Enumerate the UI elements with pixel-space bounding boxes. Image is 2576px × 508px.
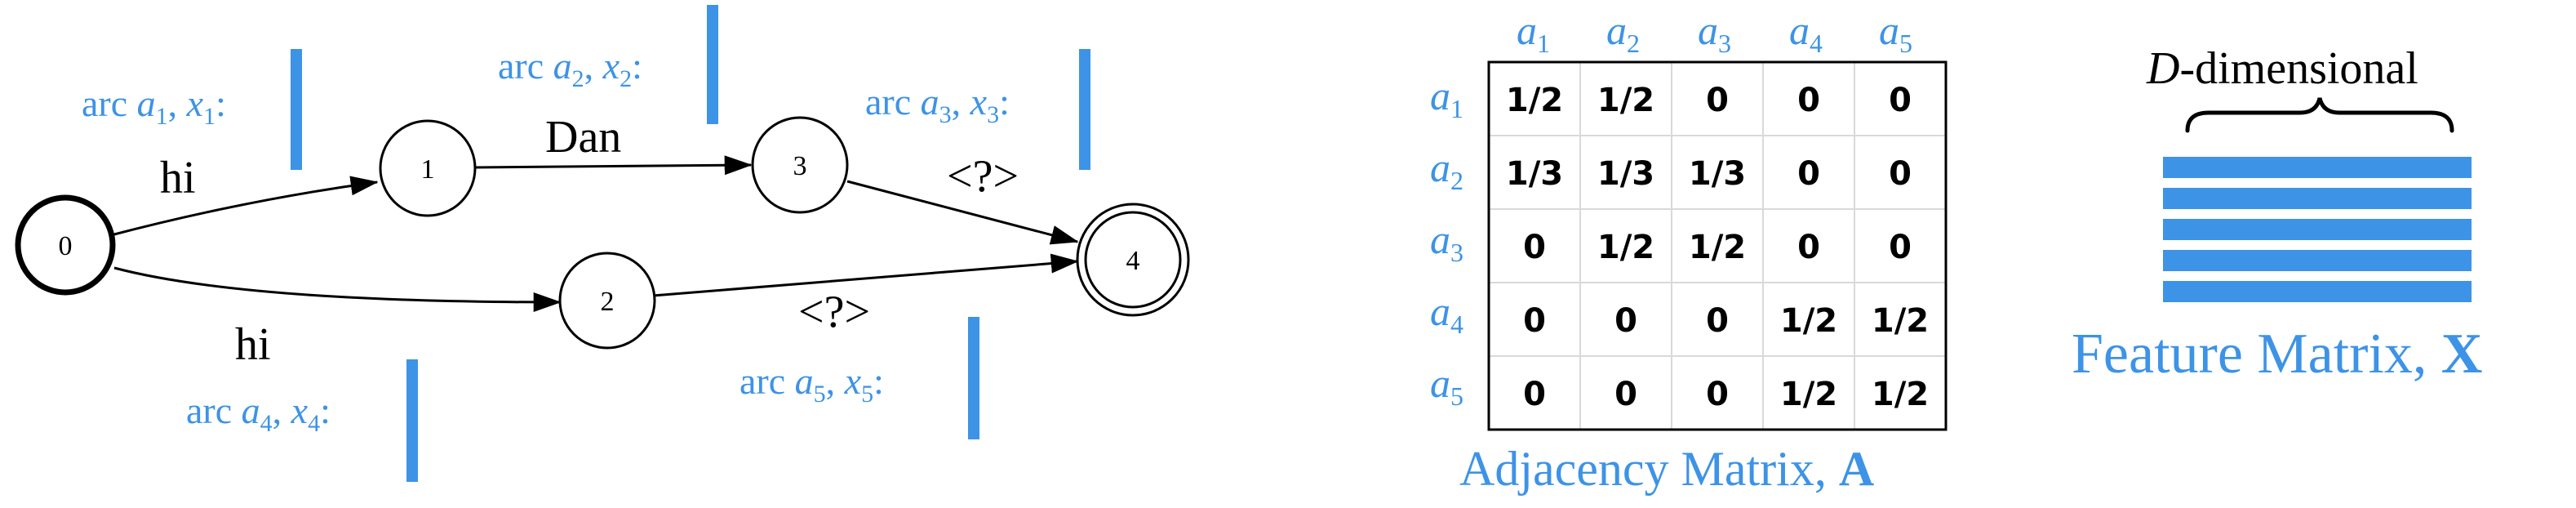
feature-rows bbox=[2163, 157, 2472, 302]
edge-label-0-2: hi bbox=[235, 319, 271, 370]
cell-4-3: 0 bbox=[1706, 302, 1729, 340]
cell-1-2: 1/2 bbox=[1597, 82, 1654, 119]
cell-5-1: 0 bbox=[1523, 376, 1546, 413]
col-header-a2: a2 bbox=[1606, 7, 1640, 58]
edge-label-2-4: <?> bbox=[798, 287, 870, 337]
brace-label: D-dimensional bbox=[2146, 43, 2418, 94]
edge-0-2 bbox=[113, 266, 562, 312]
col-header-a5: a5 bbox=[1879, 7, 1912, 58]
adjacency-matrix: a1 a2 a3 a4 a5 a1 a2 a3 a4 a5 bbox=[1430, 7, 1948, 496]
cell-1-3: 0 bbox=[1706, 82, 1729, 119]
feature-caption: Feature Matrix, X bbox=[2072, 323, 2482, 385]
adjacency-row-headers: a1 a2 a3 a4 a5 bbox=[1430, 73, 1463, 411]
arc-labels: arc a1, x1: arc a2, x2: arc a3, x3: arc … bbox=[82, 5, 1090, 482]
adjacency-cells: 1/2 1/2 0 0 0 1/3 1/3 1/3 0 0 0 1/2 1/2 … bbox=[1506, 82, 1929, 413]
nodes: 0 1 2 3 4 bbox=[15, 116, 1190, 350]
svg-text:arc a5, x5:: arc a5, x5: bbox=[739, 360, 884, 408]
svg-text:3: 3 bbox=[793, 151, 807, 181]
cell-3-5: 0 bbox=[1889, 229, 1912, 266]
feature-vector-x2 bbox=[707, 5, 718, 124]
cell-2-2: 1/3 bbox=[1597, 155, 1654, 193]
arc-label-5: arc a5, x5: bbox=[739, 317, 979, 439]
cell-3-4: 0 bbox=[1797, 229, 1820, 266]
row-header-a1: a1 bbox=[1430, 73, 1463, 123]
adjacency-grid bbox=[1487, 60, 1948, 431]
cell-3-2: 1/2 bbox=[1597, 229, 1654, 266]
cell-4-4: 1/2 bbox=[1780, 302, 1837, 340]
edge-label-1-3: Dan bbox=[545, 112, 621, 163]
feature-row-4 bbox=[2163, 250, 2472, 271]
feature-row-5 bbox=[2163, 281, 2472, 302]
cell-1-1: 1/2 bbox=[1506, 82, 1563, 119]
arc-label-3: arc a3, x3: bbox=[865, 49, 1090, 170]
row-header-a2: a2 bbox=[1430, 145, 1463, 195]
arc-label-2: arc a2, x2: bbox=[498, 5, 718, 124]
svg-text:4: 4 bbox=[1126, 246, 1140, 276]
feature-row-2 bbox=[2163, 188, 2472, 209]
cell-3-1: 0 bbox=[1523, 229, 1546, 266]
cell-2-4: 0 bbox=[1797, 155, 1820, 193]
cell-4-1: 0 bbox=[1523, 302, 1546, 340]
row-header-a3: a3 bbox=[1430, 216, 1463, 267]
edge-1-3 bbox=[474, 155, 753, 176]
adjacency-caption: Adjacency Matrix, A bbox=[1459, 442, 1874, 496]
node-2: 2 bbox=[558, 252, 656, 350]
row-header-a5: a5 bbox=[1430, 360, 1463, 411]
cell-2-5: 0 bbox=[1889, 155, 1912, 193]
feature-matrix: D-dimensional Feature Matrix, X bbox=[2072, 43, 2482, 385]
cell-5-3: 0 bbox=[1706, 376, 1729, 413]
feature-vector-x1 bbox=[291, 49, 302, 170]
feature-vector-x4 bbox=[406, 359, 418, 482]
svg-text:arc a2, x2:: arc a2, x2: bbox=[498, 45, 642, 92]
svg-text:arc a1, x1:: arc a1, x1: bbox=[82, 82, 226, 130]
cell-4-5: 1/2 bbox=[1872, 302, 1929, 340]
edge-3-4 bbox=[846, 180, 1079, 245]
svg-text:arc a4, x4:: arc a4, x4: bbox=[186, 390, 331, 437]
col-header-a3: a3 bbox=[1698, 7, 1731, 58]
cell-4-2: 0 bbox=[1614, 302, 1637, 340]
feature-row-3 bbox=[2163, 219, 2472, 240]
edge-label-3-4: <?> bbox=[947, 151, 1019, 202]
arc-label-1: arc a1, x1: bbox=[82, 49, 302, 170]
svg-text:0: 0 bbox=[59, 231, 73, 261]
cell-5-2: 0 bbox=[1614, 376, 1637, 413]
cell-3-3: 1/2 bbox=[1689, 229, 1746, 266]
edge-label-0-1: hi bbox=[160, 153, 196, 203]
edge-labels: hi Dan <?> hi <?> bbox=[160, 112, 1019, 370]
feature-vector-x3 bbox=[1079, 49, 1090, 170]
edge-2-4 bbox=[652, 253, 1079, 297]
row-header-a4: a4 bbox=[1430, 288, 1463, 339]
svg-text:arc a3, x3:: arc a3, x3: bbox=[865, 81, 1010, 128]
edge-0-1 bbox=[110, 176, 379, 237]
arc-label-4: arc a4, x4: bbox=[186, 359, 418, 482]
col-header-a4: a4 bbox=[1789, 7, 1823, 58]
edges bbox=[110, 155, 1079, 312]
cell-5-5: 1/2 bbox=[1872, 376, 1929, 413]
svg-text:2: 2 bbox=[601, 287, 615, 317]
node-3: 3 bbox=[751, 116, 849, 214]
svg-text:1: 1 bbox=[421, 154, 435, 185]
cell-5-4: 1/2 bbox=[1780, 376, 1837, 413]
cell-2-3: 1/3 bbox=[1689, 155, 1746, 193]
feature-row-1 bbox=[2163, 157, 2472, 178]
automaton: hi Dan <?> hi <?> 0 1 2 3 bbox=[15, 5, 1190, 482]
adjacency-border bbox=[1487, 60, 1948, 431]
node-0: 0 bbox=[15, 194, 116, 296]
curly-brace-icon bbox=[2185, 97, 2454, 133]
cell-1-5: 0 bbox=[1889, 82, 1912, 119]
cell-1-4: 0 bbox=[1797, 82, 1820, 119]
node-1: 1 bbox=[379, 119, 477, 217]
col-header-a1: a1 bbox=[1517, 7, 1550, 58]
cell-2-1: 1/3 bbox=[1506, 155, 1563, 193]
feature-vector-x5 bbox=[968, 317, 979, 439]
adjacency-col-headers: a1 a2 a3 a4 a5 bbox=[1517, 7, 1912, 58]
node-4-final: 4 bbox=[1076, 203, 1190, 317]
